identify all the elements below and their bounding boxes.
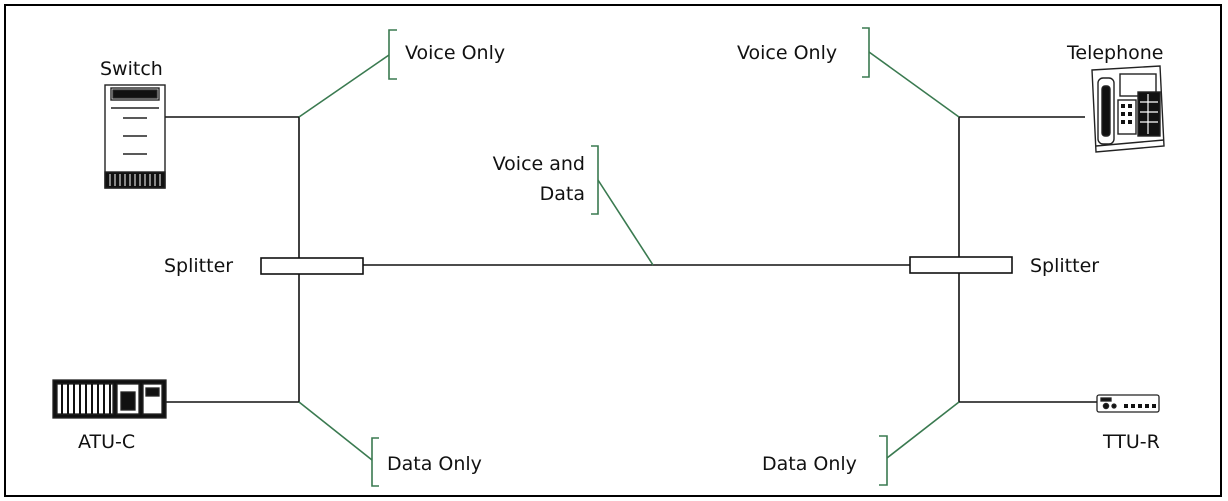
switch-icon	[104, 84, 166, 189]
voice-and-data-label-line2: Data	[539, 183, 585, 205]
splitter-left-box	[260, 257, 364, 275]
ttu-r-icon	[1096, 394, 1160, 413]
data-only-left-label: Data Only	[387, 453, 482, 475]
splitter-right-box	[909, 256, 1013, 274]
data-only-left-leader	[298, 401, 373, 461]
voice-only-left-label: Voice Only	[405, 42, 506, 64]
telephone-label: Telephone	[1067, 42, 1164, 64]
ttu-r-label: TTU-R	[1103, 431, 1160, 453]
voice-only-right-bracket	[862, 27, 870, 78]
voice-only-right-label: Voice Only	[737, 42, 838, 64]
switch-label: Switch	[100, 58, 163, 80]
splitter-left-label: Splitter	[164, 255, 234, 277]
voice-only-left-leader	[298, 54, 390, 118]
data-only-left-bracket	[371, 437, 379, 487]
voice-data-leader	[597, 179, 654, 266]
atu-c-label: ATU-C	[78, 431, 136, 453]
telephone-icon	[1091, 65, 1165, 153]
data-only-right-label: Data Only	[762, 453, 857, 475]
data-only-right-leader	[886, 401, 960, 459]
voice-only-right-leader	[868, 51, 960, 118]
voice-data-bracket	[591, 145, 599, 215]
voice-only-left-bracket	[388, 29, 397, 80]
wiring	[165, 116, 1097, 403]
voice-and-data-label-line1: Voice and	[492, 153, 585, 175]
atu-c-icon	[52, 379, 167, 419]
splitter-right-label: Splitter	[1030, 255, 1100, 277]
diagram-frame	[4, 4, 1222, 497]
data-only-right-bracket	[879, 435, 888, 486]
callouts	[298, 27, 960, 487]
